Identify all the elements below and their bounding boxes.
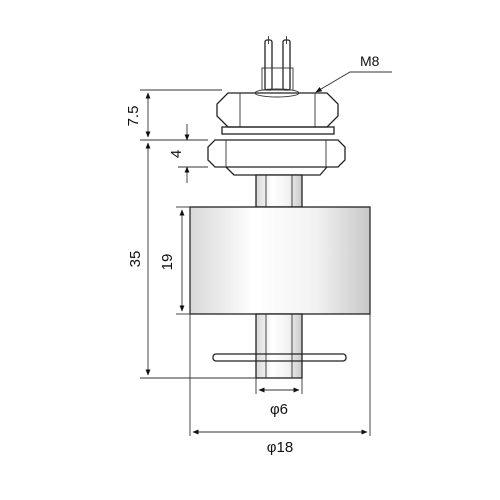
dim-label-phi6: φ6 <box>270 401 288 418</box>
top-hex-nut <box>216 88 339 135</box>
float-body <box>189 206 371 315</box>
dim-label-7-5: 7.5 <box>125 106 142 127</box>
dim-label-19: 19 <box>159 254 176 271</box>
dim-label-phi18: φ18 <box>267 439 293 456</box>
dim-label-4: 4 <box>168 150 185 158</box>
wire-leads <box>261 36 294 91</box>
dimension-lines <box>145 71 392 435</box>
dim-label-35: 35 <box>127 251 144 268</box>
extension-lines <box>140 89 371 436</box>
upper-stem <box>255 174 303 208</box>
lower-stem <box>255 313 303 379</box>
lower-hex-nut <box>207 139 346 176</box>
callout-m8: M8 <box>360 53 380 69</box>
retaining-washer <box>212 353 347 362</box>
